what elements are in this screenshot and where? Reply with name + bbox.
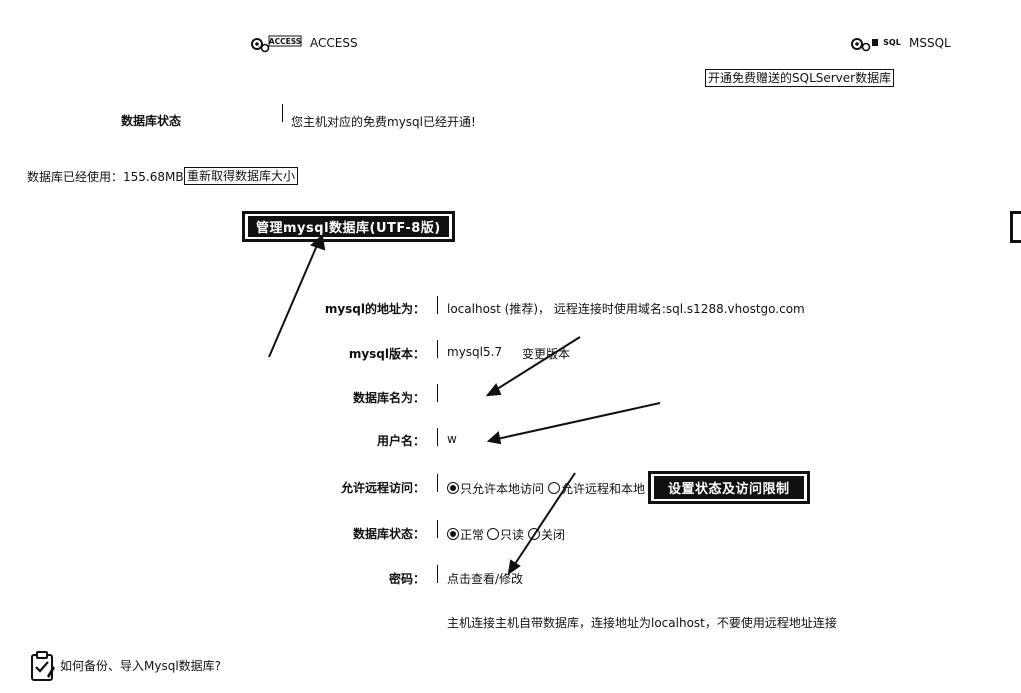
divider bbox=[437, 520, 438, 538]
divider bbox=[437, 565, 438, 583]
radio-label: 正常 bbox=[460, 528, 485, 542]
version-value: mysql5.7 bbox=[447, 345, 503, 359]
remote-option-remote[interactable]: 允许远程和本地 bbox=[548, 480, 645, 497]
dbstatus-option-normal[interactable]: 正常 bbox=[447, 526, 484, 543]
help-backup-link[interactable]: 如何备份、导入Mysql数据库? bbox=[60, 659, 222, 673]
password-label: 密码： bbox=[388, 572, 425, 586]
mssql-db-icon[interactable]: SQL bbox=[850, 34, 902, 57]
settings-button-label: 设置状态及访问限制 bbox=[654, 476, 804, 499]
address-label: mysql的地址为： bbox=[324, 302, 425, 316]
open-mssql-button[interactable]: 开通免费赠送的SQLServer数据库 bbox=[705, 69, 895, 87]
address-value: localhost (推荐)， 远程连接时使用域名:sql.s1288.vhos… bbox=[447, 302, 805, 316]
password-link[interactable]: 点击查看/修改 bbox=[447, 572, 524, 586]
radio-label: 允许远程和本地 bbox=[561, 482, 646, 496]
remote-option-local[interactable]: 只允许本地访问 bbox=[447, 480, 544, 497]
svg-text:SQL: SQL bbox=[883, 38, 901, 47]
remote-access-label: 允许远程访问： bbox=[340, 481, 425, 495]
radio-icon[interactable] bbox=[487, 528, 499, 540]
username-value: w bbox=[447, 432, 457, 446]
mssql-label[interactable]: MSSQL bbox=[909, 36, 951, 50]
svg-text:ACCESS: ACCESS bbox=[269, 37, 301, 46]
divider bbox=[437, 474, 438, 492]
divider bbox=[282, 104, 283, 122]
divider bbox=[437, 428, 438, 446]
scroll-edge-marker bbox=[1010, 211, 1021, 243]
access-db-icon[interactable]: ACCESS bbox=[250, 34, 302, 57]
annotation-arrow bbox=[310, 234, 326, 251]
version-label: mysql版本： bbox=[348, 347, 425, 361]
divider bbox=[437, 296, 438, 314]
annotation-arrow bbox=[496, 402, 661, 440]
annotation-arrow bbox=[507, 559, 521, 576]
radio-icon[interactable] bbox=[447, 528, 459, 540]
manage-mysql-button[interactable]: 管理mysql数据库(UTF-8版) bbox=[242, 211, 455, 242]
radio-label: 只允许本地访问 bbox=[460, 482, 545, 496]
annotation-arrow bbox=[486, 431, 502, 445]
usage-text: 数据库已经使用：155.68MB bbox=[27, 170, 184, 184]
annotation-arrow bbox=[493, 336, 581, 392]
annotation-arrow bbox=[512, 472, 576, 568]
status-section-label: 数据库状态 bbox=[121, 114, 182, 128]
dbstatus-option-readonly[interactable]: 只读 bbox=[487, 526, 524, 543]
username-label: 用户名： bbox=[376, 434, 425, 448]
annotation-arrow bbox=[268, 242, 319, 358]
clipboard-icon[interactable] bbox=[29, 650, 57, 685]
access-label[interactable]: ACCESS bbox=[310, 36, 358, 50]
settings-button[interactable]: 设置状态及访问限制 bbox=[648, 471, 810, 504]
divider bbox=[437, 384, 438, 402]
radio-label: 关闭 bbox=[541, 528, 566, 542]
manage-mysql-button-label: 管理mysql数据库(UTF-8版) bbox=[248, 216, 449, 237]
localhost-note: 主机连接主机自带数据库，连接地址为localhost，不要使用远程地址连接 bbox=[447, 616, 837, 630]
status-message: 您主机对应的免费mysql已经开通! bbox=[291, 115, 476, 129]
annotation-arrow bbox=[485, 383, 502, 397]
dbname-label: 数据库名为： bbox=[352, 391, 425, 405]
radio-icon[interactable] bbox=[548, 482, 560, 494]
refresh-size-button[interactable]: 重新取得数据库大小 bbox=[184, 167, 299, 185]
dbstatus-label: 数据库状态： bbox=[352, 527, 425, 541]
radio-icon[interactable] bbox=[447, 482, 459, 494]
divider bbox=[437, 340, 438, 358]
radio-label: 只读 bbox=[500, 528, 525, 542]
